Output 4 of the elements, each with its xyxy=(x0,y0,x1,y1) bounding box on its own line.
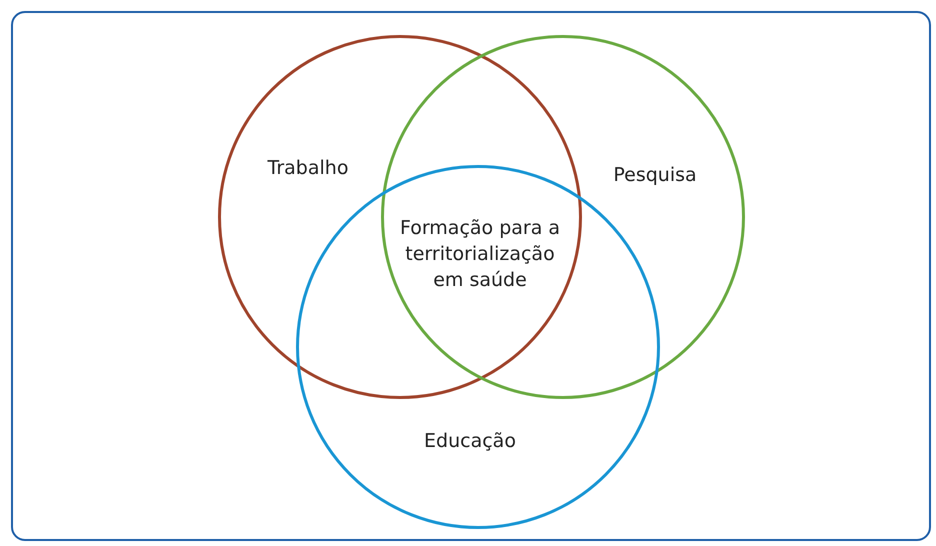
overlap-label: Formação para a territorialização em saúde xyxy=(398,216,562,293)
circle-label: Educação xyxy=(424,430,516,452)
circle-label: Trabalho xyxy=(268,157,348,179)
circle-label: Pesquisa xyxy=(613,164,697,186)
